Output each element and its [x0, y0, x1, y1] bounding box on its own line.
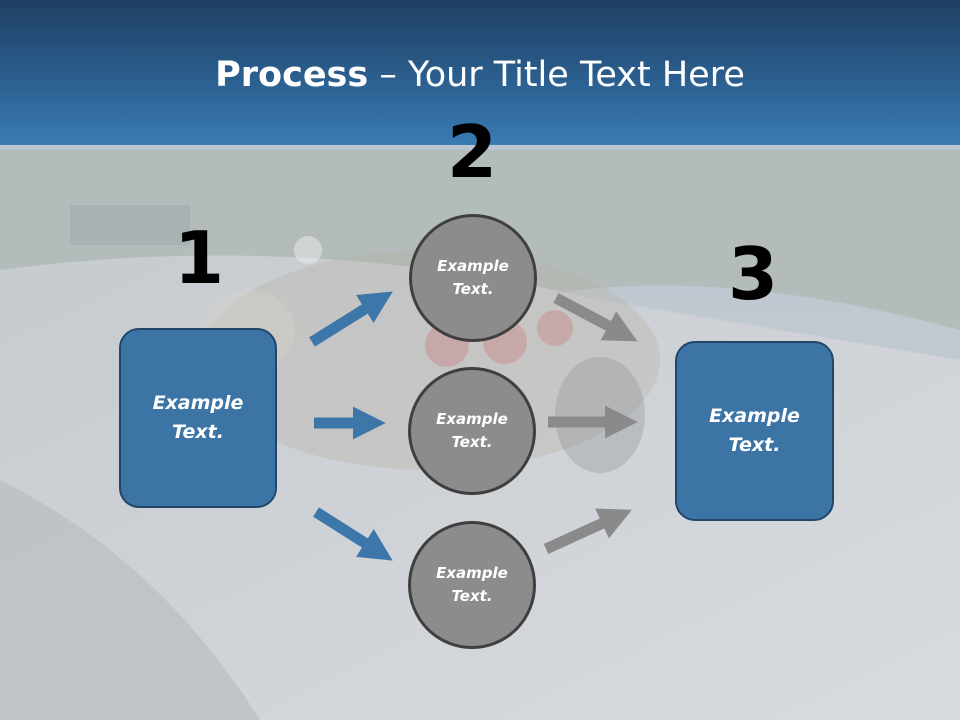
- arrow-gray-down: [543, 508, 633, 555]
- arrow-blue-down: [313, 507, 393, 561]
- step-3-text: Example Text.: [709, 405, 800, 456]
- step-1-text: Example Text.: [152, 392, 244, 443]
- step-2-circle-top: Example Text.: [409, 214, 537, 342]
- arrow-blue-up: [309, 291, 393, 347]
- circle-bottom-text: Example Text.: [436, 564, 508, 605]
- step-number-2: 2: [446, 110, 498, 194]
- circle-top-text: Example Text.: [437, 257, 509, 298]
- slide-title: Process – Your Title Text Here: [0, 52, 960, 98]
- step-number-3: 3: [727, 232, 779, 316]
- step-number-1: 1: [173, 216, 225, 300]
- step-2-circle-bottom: Example Text.: [408, 521, 536, 649]
- step-1-box: Example Text.: [119, 328, 277, 508]
- circle-middle-text: Example Text.: [436, 410, 508, 451]
- step-2-circle-middle: Example Text.: [408, 367, 536, 495]
- title-rest: – Your Title Text Here: [368, 55, 745, 95]
- title-bold: Process: [215, 55, 369, 95]
- arrow-gray-up: [553, 293, 638, 342]
- step-3-box: Example Text.: [675, 341, 834, 521]
- title-bar: [0, 0, 960, 145]
